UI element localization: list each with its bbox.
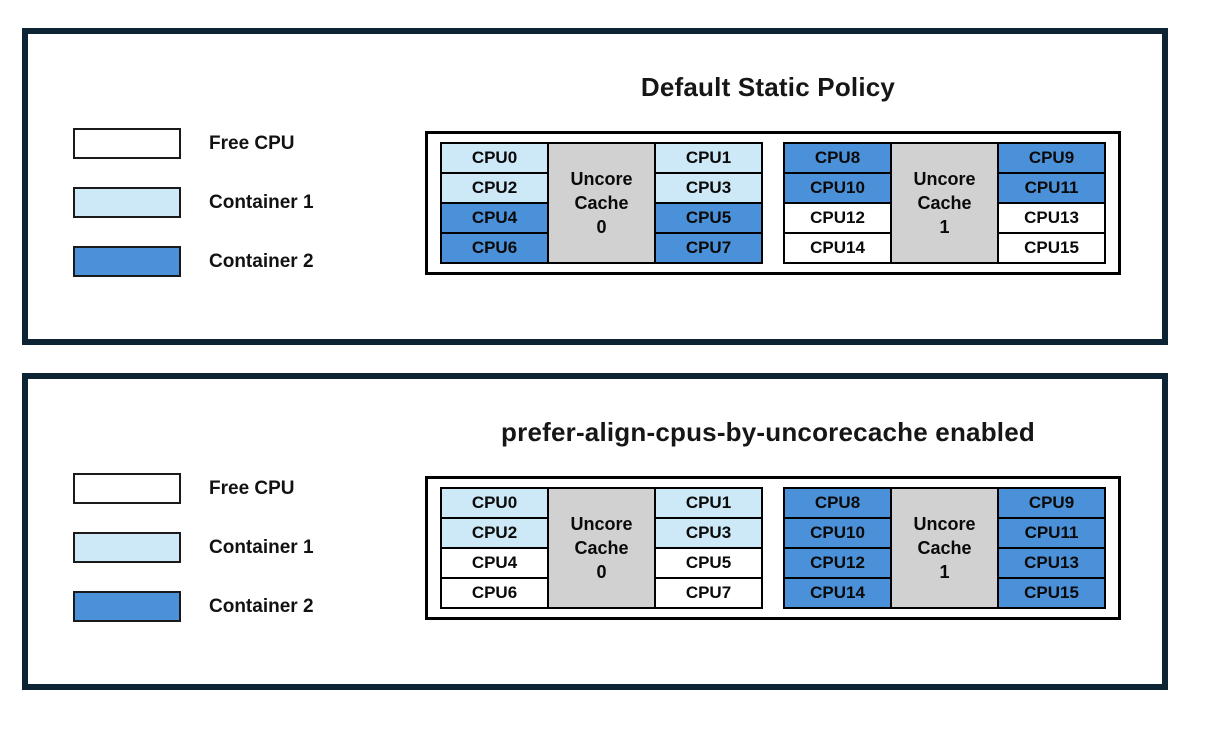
legend: Free CPU Container 1 Container 2: [73, 128, 314, 305]
legend-label: Container 2: [209, 250, 314, 272]
cpu-cell-cpu5: CPU5: [656, 549, 761, 577]
legend: Free CPU Container 1 Container 2: [73, 473, 314, 650]
cpu-cell-cpu14: CPU14: [785, 579, 890, 607]
cpu-cell-cpu0: CPU0: [442, 489, 547, 517]
cpu-cell-cpu13: CPU13: [999, 549, 1104, 577]
legend-label: Container 2: [209, 595, 314, 617]
cpu-cell-cpu3: CPU3: [656, 519, 761, 547]
cpu-cell-cpu5: CPU5: [656, 204, 761, 232]
cpu-cell-cpu6: CPU6: [442, 234, 547, 262]
cpu-cell-cpu10: CPU10: [785, 174, 890, 202]
uncore-cache-block: Uncore Cache 0: [549, 144, 654, 262]
legend-item-container2: Container 2: [73, 591, 314, 622]
legend-item-free: Free CPU: [73, 128, 314, 159]
cpu-cell-cpu6: CPU6: [442, 579, 547, 607]
legend-swatch-container2: [73, 591, 181, 622]
cpu-cell-cpu7: CPU7: [656, 234, 761, 262]
cpu-cell-cpu8: CPU8: [785, 144, 890, 172]
uncore-cache-block: Uncore Cache 1: [892, 489, 997, 607]
legend-swatch-container1: [73, 532, 181, 563]
legend-label: Free CPU: [209, 132, 295, 154]
cpu-cell-cpu12: CPU12: [785, 549, 890, 577]
legend-item-free: Free CPU: [73, 473, 314, 504]
legend-label: Container 1: [209, 191, 314, 213]
cpu-cell-cpu9: CPU9: [999, 144, 1104, 172]
cpu-cell-cpu7: CPU7: [656, 579, 761, 607]
cpu-cell-cpu1: CPU1: [656, 144, 761, 172]
panel-uncorecache-enabled: prefer-align-cpus-by-uncorecache enabled…: [22, 373, 1168, 690]
panel-default-static-policy: Default Static Policy Free CPU Container …: [22, 28, 1168, 345]
cpu-cell-cpu0: CPU0: [442, 144, 547, 172]
panel-title: prefer-align-cpus-by-uncorecache enabled: [501, 417, 1035, 447]
cpu-cell-cpu8: CPU8: [785, 489, 890, 517]
panel-title: Default Static Policy: [640, 72, 896, 102]
legend-swatch-container1: [73, 187, 181, 218]
cpu-cell-cpu4: CPU4: [442, 204, 547, 232]
legend-swatch-free: [73, 473, 181, 504]
legend-item-container2: Container 2: [73, 246, 314, 277]
cpu-cell-cpu9: CPU9: [999, 489, 1104, 517]
uncore-cache-block: Uncore Cache 0: [549, 489, 654, 607]
cpu-cell-cpu13: CPU13: [999, 204, 1104, 232]
cpu-cell-cpu2: CPU2: [442, 174, 547, 202]
legend-swatch-container2: [73, 246, 181, 277]
cpu-cell-cpu14: CPU14: [785, 234, 890, 262]
cpu-cell-cpu2: CPU2: [442, 519, 547, 547]
legend-swatch-free: [73, 128, 181, 159]
legend-item-container1: Container 1: [73, 187, 314, 218]
cpu-cell-cpu15: CPU15: [999, 579, 1104, 607]
cpu-cell-cpu3: CPU3: [656, 174, 761, 202]
legend-label: Free CPU: [209, 477, 295, 499]
cpu-cell-cpu11: CPU11: [999, 174, 1104, 202]
cpu-cell-cpu11: CPU11: [999, 519, 1104, 547]
cpu-cell-cpu15: CPU15: [999, 234, 1104, 262]
legend-item-container1: Container 1: [73, 532, 314, 563]
uncore-cache-block: Uncore Cache 1: [892, 144, 997, 262]
legend-label: Container 1: [209, 536, 314, 558]
cpu-cell-cpu4: CPU4: [442, 549, 547, 577]
cpu-cell-cpu10: CPU10: [785, 519, 890, 547]
cpu-cell-cpu12: CPU12: [785, 204, 890, 232]
cpu-cell-cpu1: CPU1: [656, 489, 761, 517]
